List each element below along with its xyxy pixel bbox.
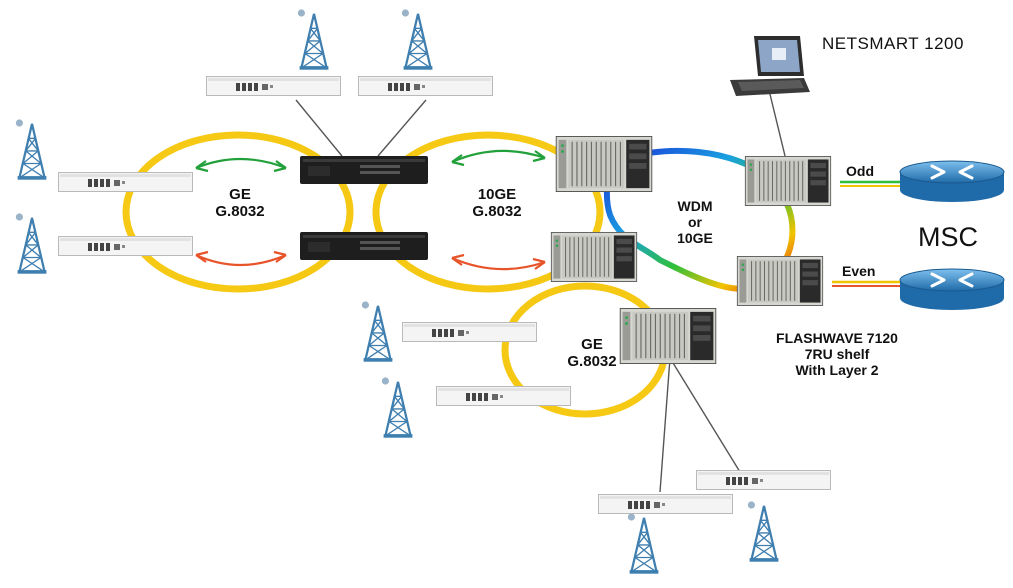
ring-label-line1: GE <box>581 336 603 353</box>
wdm-shelf-icon <box>736 256 824 306</box>
wdm-shelf-icon <box>550 232 638 282</box>
shelf-caption: FLASHWAVE 7120 7RU shelf With Layer 2 <box>742 330 932 378</box>
access-switch-icon <box>58 236 193 256</box>
ring-label-line1: 10GE <box>477 186 517 203</box>
rings <box>122 131 669 418</box>
page-title: NETSMART 1200 <box>822 34 964 53</box>
shelf-caption-line1: FLASHWAVE 7120 <box>776 330 898 346</box>
cell-tower-icon <box>14 118 48 181</box>
access-switch-icon <box>436 386 571 406</box>
cell-tower-icon <box>296 8 330 71</box>
ring-label-line1: GE <box>229 186 251 203</box>
access-switch-icon <box>696 470 831 490</box>
uplink-lines <box>295 85 787 493</box>
cell-tower-icon <box>14 212 48 275</box>
aggregation-switch-icon <box>300 156 428 184</box>
cell-tower-icon <box>360 300 394 363</box>
wdm-label-line1: WDM <box>677 198 713 214</box>
access-switch-icon <box>358 76 493 96</box>
ring-label-line2: G.8032 <box>472 203 522 221</box>
wdm-shelf-icon <box>555 136 653 192</box>
cell-tower-icon <box>746 500 780 563</box>
wdm-shelf-icon <box>619 308 717 364</box>
even-link-label: Even <box>842 263 876 279</box>
aggregation-switch-icon <box>300 232 428 260</box>
ring-label-ge-bottom: GE G.8032 <box>552 336 632 371</box>
odd-link-label: Odd <box>846 163 874 179</box>
msc-label: MSC <box>918 222 978 252</box>
laptop-icon <box>730 36 810 96</box>
access-switch-icon <box>402 322 537 342</box>
access-switch-icon <box>58 172 193 192</box>
cell-tower-icon <box>400 8 434 71</box>
ring-label-ge-left: GE G.8032 <box>200 186 280 221</box>
wdm-label-line2: or <box>688 214 702 231</box>
shelf-caption-line3: With Layer 2 <box>795 362 879 379</box>
access-switch-icon <box>598 494 733 514</box>
cell-tower-icon <box>380 376 414 439</box>
ring-label-line2: G.8032 <box>567 353 617 371</box>
wdm-shelf-icon <box>744 156 832 206</box>
router-link-odd <box>840 180 900 187</box>
access-switch-icon <box>206 76 341 96</box>
wdm-link-label: WDM or 10GE <box>660 198 730 246</box>
ring-label-10ge: 10GE G.8032 <box>452 186 542 221</box>
ring-ge-left <box>122 131 354 293</box>
ring-label-line2: G.8032 <box>215 203 265 221</box>
cell-tower-icon <box>626 512 660 575</box>
router-icon <box>898 268 1006 312</box>
shelf-caption-line2: 7RU shelf <box>804 346 870 363</box>
router-icon <box>898 160 1006 204</box>
protection-arrows <box>195 149 546 271</box>
wdm-label-line3: 10GE <box>677 230 713 247</box>
ring-10ge <box>372 131 604 293</box>
router-link-even <box>832 280 900 287</box>
